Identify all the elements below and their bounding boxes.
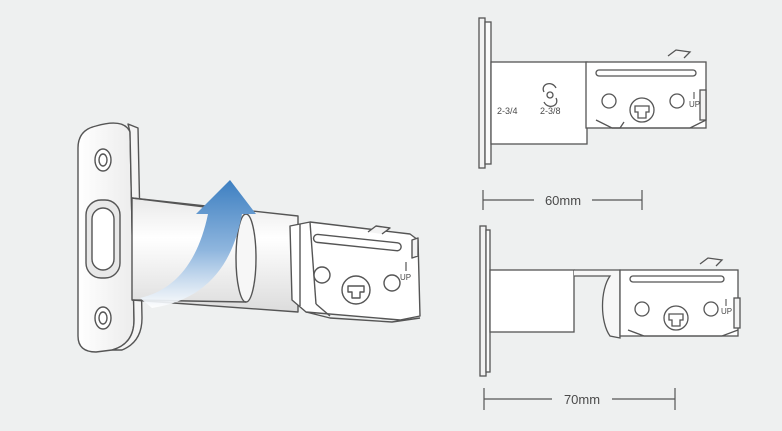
bottom-up-mark: UP — [721, 307, 732, 316]
bottom-tube — [489, 269, 575, 333]
perspective-up-mark: UP — [400, 273, 411, 282]
dimension-60mm — [482, 190, 643, 210]
bottom-housing-hole-left — [634, 301, 650, 317]
bottom-latch-elevation — [479, 225, 741, 377]
top-tube — [490, 61, 588, 145]
top-housing-hole-right — [669, 93, 685, 109]
dimension-70mm — [483, 388, 676, 410]
top-housing-hole-left — [601, 93, 617, 109]
backset-label-left: 2-3/4 — [497, 106, 518, 116]
perspective-latch — [77, 122, 421, 353]
top-latch-elevation — [478, 17, 707, 169]
bottom-housing-hole-right — [703, 301, 719, 317]
latch-housing — [289, 221, 421, 321]
backset-label-right: 2-3/8 — [540, 106, 561, 116]
dimension-60mm-label: 60mm — [545, 193, 581, 208]
housing-hole-left — [313, 266, 331, 284]
housing-hole-right — [383, 274, 401, 292]
housing-slot — [312, 233, 402, 252]
top-up-mark: UP — [689, 100, 700, 109]
dimension-70mm-label: 70mm — [564, 392, 600, 407]
bottom-face-plate — [479, 225, 487, 377]
top-face-plate — [478, 17, 486, 169]
rotation-arrow — [140, 180, 256, 308]
